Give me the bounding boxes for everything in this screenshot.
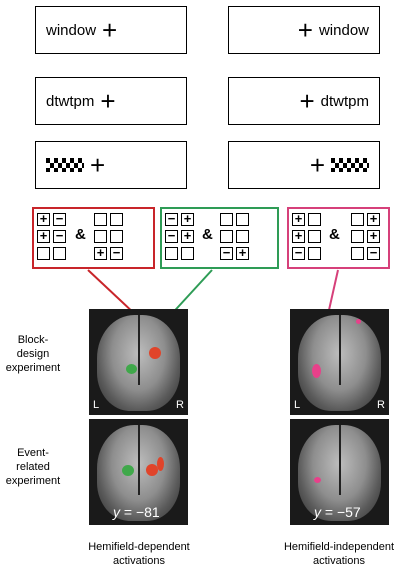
grid-square: − bbox=[165, 229, 178, 243]
grid-square bbox=[308, 213, 321, 226]
grid-square: − bbox=[292, 246, 305, 260]
grid-square: + bbox=[367, 212, 380, 226]
orientation-left: L bbox=[93, 399, 100, 411]
brain-event-dependent: y = −81 bbox=[89, 419, 188, 525]
row-label-block: Block-design experiment bbox=[2, 333, 64, 375]
row-label-event-line1: Event-related bbox=[16, 447, 50, 473]
grid-square bbox=[308, 247, 321, 260]
grid-square bbox=[94, 230, 107, 243]
fixation-cross: + bbox=[297, 15, 313, 45]
stimulus-right-checkerboard: + bbox=[228, 141, 380, 189]
grid-square bbox=[236, 230, 249, 243]
caption-dependent: Hemifield-dependent activations bbox=[64, 540, 214, 568]
grid-square: + bbox=[292, 212, 305, 226]
grid-square bbox=[53, 247, 66, 260]
grid-square: − bbox=[110, 246, 123, 260]
row-label-block-line2: experiment bbox=[5, 362, 61, 374]
checkerboard-icon bbox=[46, 158, 84, 172]
conjunction-symbol: & bbox=[75, 226, 86, 243]
slice-label-independent: y = −57 bbox=[314, 504, 361, 520]
slice-value-dependent: = −81 bbox=[123, 504, 160, 520]
orientation-left: L bbox=[294, 399, 301, 411]
brain-block-independent: L R bbox=[290, 309, 389, 415]
grid-square: − bbox=[220, 246, 233, 260]
orientation-right: R bbox=[377, 399, 385, 411]
grid-square bbox=[220, 213, 233, 226]
grid-square bbox=[351, 213, 364, 226]
grid-square bbox=[165, 247, 178, 260]
stimulus-right-window: + window bbox=[228, 6, 380, 54]
fixation-cross: + bbox=[309, 150, 325, 180]
stimulus-left-window: window + bbox=[35, 6, 187, 54]
slice-axis-dependent: y bbox=[113, 504, 120, 520]
grid-square: − bbox=[367, 246, 380, 260]
fixation-cross: + bbox=[299, 86, 315, 116]
grid-square: + bbox=[37, 229, 50, 243]
caption-independent: Hemifield-independent activations bbox=[264, 540, 412, 568]
brain-block-dependent: L R bbox=[89, 309, 188, 415]
contrast-box-green: −+−+−+& bbox=[160, 207, 279, 269]
grid-square bbox=[351, 247, 364, 260]
brain-event-independent: y = −57 bbox=[290, 419, 389, 525]
grid-square: + bbox=[367, 229, 380, 243]
grid-square bbox=[110, 213, 123, 226]
slice-value-independent: = −57 bbox=[324, 504, 361, 520]
fixation-cross: + bbox=[100, 86, 116, 116]
grid-square: + bbox=[37, 212, 50, 226]
conjunction-symbol: & bbox=[202, 226, 213, 243]
stimulus-left-checkerboard: + bbox=[35, 141, 187, 189]
stimulus-word: window bbox=[46, 21, 97, 39]
fixation-cross: + bbox=[102, 15, 118, 45]
stimulus-left-dtwtpm: dtwtpm + bbox=[35, 77, 187, 125]
row-label-block-line1: Block-design bbox=[16, 334, 50, 360]
conjunction-symbol: & bbox=[329, 226, 340, 243]
grid-square: + bbox=[236, 246, 249, 260]
stimulus-word: dtwtpm bbox=[46, 92, 95, 110]
grid-square: + bbox=[94, 246, 107, 260]
orientation-right: R bbox=[176, 399, 184, 411]
caption-independent-line1: Hemifield-independent bbox=[283, 541, 395, 553]
stimulus-word: dtwtpm bbox=[320, 92, 369, 110]
grid-square: − bbox=[53, 229, 66, 243]
row-label-event: Event-related experiment bbox=[2, 446, 64, 488]
grid-square bbox=[308, 230, 321, 243]
contrast-box-red: +−+−+−& bbox=[32, 207, 155, 269]
caption-dependent-line2: activations bbox=[113, 555, 165, 567]
grid-square bbox=[351, 230, 364, 243]
grid-square bbox=[181, 247, 194, 260]
grid-square: − bbox=[53, 212, 66, 226]
row-label-event-line2: experiment bbox=[5, 475, 61, 487]
stimulus-right-dtwtpm: + dtwtpm bbox=[228, 77, 380, 125]
fixation-cross: + bbox=[90, 150, 106, 180]
grid-square: + bbox=[292, 229, 305, 243]
grid-square bbox=[236, 213, 249, 226]
slice-axis-independent: y bbox=[314, 504, 321, 520]
contrast-box-pink: + + − + + − & bbox=[287, 207, 390, 269]
grid-square: + bbox=[181, 212, 194, 226]
grid-square: + bbox=[181, 229, 194, 243]
grid-square: − bbox=[165, 212, 178, 226]
slice-label-dependent: y = −81 bbox=[113, 504, 160, 520]
stimulus-word: window bbox=[318, 21, 369, 39]
grid-square bbox=[220, 230, 233, 243]
checkerboard-icon bbox=[331, 158, 369, 172]
caption-independent-line2: activations bbox=[313, 555, 365, 567]
grid-square bbox=[37, 247, 50, 260]
grid-square bbox=[110, 230, 123, 243]
caption-dependent-line1: Hemifield-dependent bbox=[88, 541, 190, 553]
grid-square bbox=[94, 213, 107, 226]
